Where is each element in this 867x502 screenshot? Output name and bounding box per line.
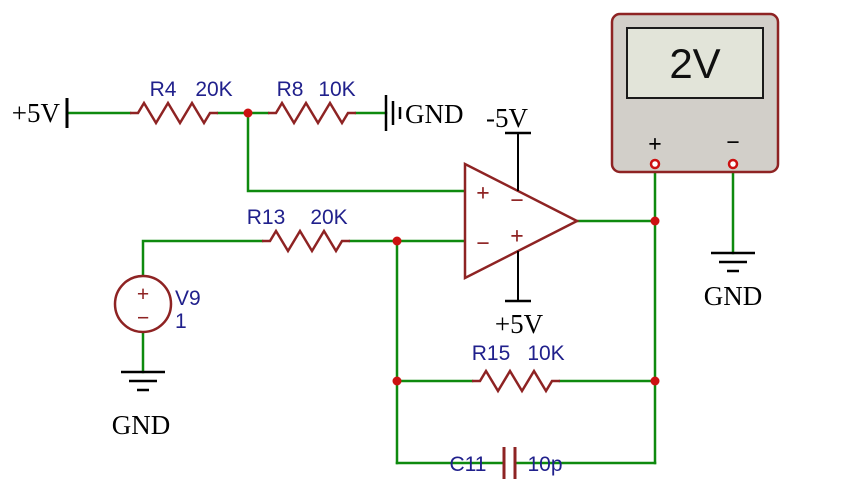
net-labels: +5V GND -5V +5V GND GND: [12, 98, 762, 440]
resistor-ref-label: R13: [247, 206, 286, 229]
wire-divider-to-noninv-input[interactable]: [246, 111, 467, 193]
junction-dot-feedback-right: [650, 376, 660, 386]
source-minus-mark: −: [137, 305, 150, 330]
opamp-inverting-mark: −: [476, 231, 490, 257]
voltmeter-minus-terminal[interactable]: [727, 158, 739, 170]
net-label-vee-supply: -5V: [486, 103, 528, 133]
net-label-gnd-top: GND: [405, 99, 464, 129]
voltmeter-reading: 2V: [669, 40, 720, 87]
opamp-supply-minus-mark: −: [510, 188, 524, 214]
resistor-r13[interactable]: R13 20K: [247, 206, 350, 254]
junction-dot-feedback-left: [392, 376, 402, 386]
resistor-r4[interactable]: R4 20K: [130, 78, 233, 126]
resistor-value-label: 10K: [318, 78, 355, 101]
junction-dots: [243, 108, 660, 386]
opamp-noninverting-mark: +: [476, 181, 490, 207]
junction-dot-output: [650, 216, 660, 226]
opamp[interactable]: + − − +: [463, 131, 580, 303]
resistor-r8[interactable]: R8 10K: [268, 78, 356, 126]
resistor-zigzag: [268, 100, 356, 126]
capacitor-value-label: 10p: [527, 453, 562, 476]
voltmeter-plus-terminal[interactable]: [649, 158, 661, 170]
resistor-zigzag: [262, 228, 350, 254]
ground-meter-icon[interactable]: [711, 251, 755, 273]
resistor-ref-label: R8: [277, 78, 304, 101]
source-ref-label: V9: [175, 287, 201, 310]
resistor-zigzag: [130, 100, 218, 126]
voltmeter-minus-label: −: [726, 130, 740, 156]
resistor-r15[interactable]: R15 10K: [472, 342, 565, 394]
net-label-gnd-source: GND: [112, 410, 171, 440]
net-label-vcc-supply: +5V: [495, 309, 544, 339]
junction-dot-inverting: [392, 236, 402, 246]
ground-top-icon[interactable]: [384, 95, 402, 131]
voltage-source-v9[interactable]: + − V9 1: [113, 274, 201, 334]
resistor-value-label: 10K: [527, 342, 564, 365]
source-body: [113, 274, 173, 334]
capacitor-ref-label: C11: [450, 453, 487, 476]
resistor-zigzag: [472, 368, 560, 394]
net-label-vcc-input: +5V: [12, 98, 61, 128]
ground-source-icon[interactable]: [121, 370, 165, 392]
resistor-ref-label: R4: [150, 78, 177, 101]
opamp-supply-plus-mark: +: [510, 224, 524, 250]
wire-r13-to-v9[interactable]: [141, 239, 264, 278]
voltmeter-display: [626, 27, 764, 99]
resistor-ref-label: R15: [472, 342, 511, 365]
capacitor-c11[interactable]: C11 10p: [450, 447, 563, 479]
source-plus-mark: +: [137, 281, 150, 306]
resistor-value-label: 20K: [195, 78, 232, 101]
voltmeter[interactable]: 2V + −: [610, 12, 780, 174]
opamp-body: [463, 161, 580, 281]
voltmeter-plus-label: +: [648, 132, 662, 158]
net-label-gnd-meter: GND: [704, 281, 763, 311]
junction-dot-divider: [243, 108, 253, 118]
resistor-value-label: 20K: [310, 206, 347, 229]
source-value-label: 1: [175, 310, 187, 333]
